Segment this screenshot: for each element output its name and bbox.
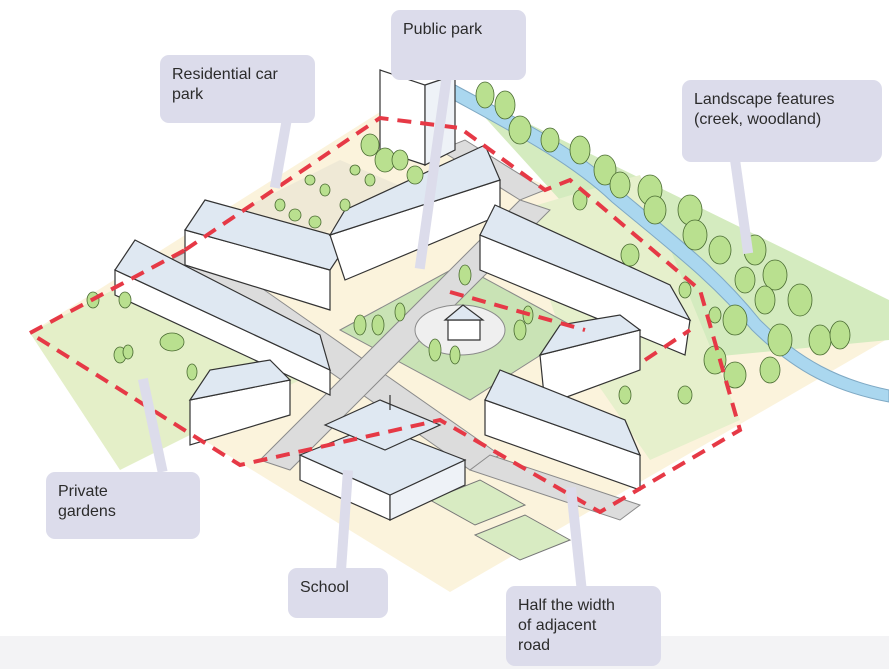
half-width-road-callout: Half the width of adjacent road [506, 586, 661, 666]
site-boundary [28, 115, 743, 515]
terrace-east [479, 204, 692, 356]
terrace-west [114, 239, 331, 396]
terrace-south-west [188, 359, 292, 446]
sports-pitch-1 [428, 479, 527, 526]
bottom-band [0, 636, 889, 669]
terrace-north-west [184, 199, 351, 311]
residential-car-park-callout: Residential car park [160, 55, 315, 123]
pavilion [443, 304, 485, 341]
school-callout: School [288, 568, 388, 618]
terrace-south-east [484, 369, 642, 491]
private-gardens-callout: Private gardens [46, 472, 200, 539]
sports-pitch-2 [473, 514, 572, 561]
trees [86, 81, 851, 405]
landscape-features-callout: Landscape features (creek, woodland) [682, 80, 882, 162]
public-park-callout: Public park [391, 10, 526, 80]
road-main-cross [259, 199, 551, 471]
